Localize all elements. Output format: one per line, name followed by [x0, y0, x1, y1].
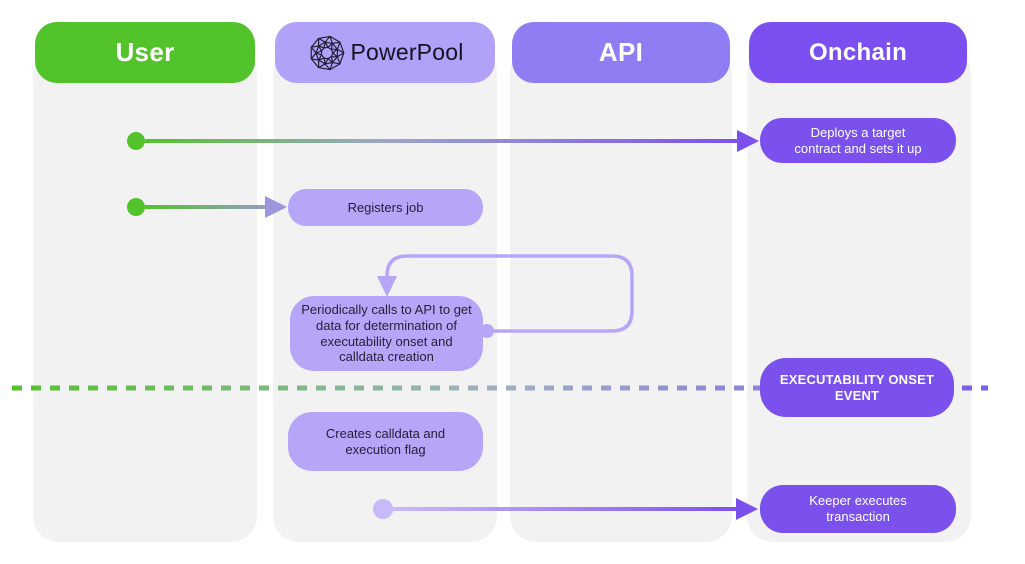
arrow-powerpool-to-onchain: [373, 498, 758, 520]
message-creates-calldata: Creates calldata and execution flag: [288, 412, 483, 471]
origin-dot-icon: [127, 198, 145, 216]
loop-powerpool-api: [377, 254, 634, 338]
arrow-user-to-onchain: [127, 130, 759, 152]
message-registers-job: Registers job: [288, 189, 483, 226]
arrowhead-icon: [736, 498, 758, 520]
origin-dot-icon: [480, 324, 494, 338]
arrowhead-icon: [377, 276, 397, 297]
lane-header-user: User: [35, 22, 255, 83]
powerpool-logo-icon: [311, 35, 345, 70]
lane-header-powerpool: PowerPool: [275, 22, 495, 83]
message-deploys-target-contract: Deploys a target contract and sets it up: [760, 118, 956, 163]
lane-header-api: API: [512, 22, 730, 83]
arrowhead-icon: [737, 130, 759, 152]
lane-header-label: User: [115, 37, 175, 67]
origin-dot-icon: [373, 499, 393, 519]
message-periodic-api-calls: Periodically calls to API to get data fo…: [290, 296, 483, 371]
origin-dot-icon: [127, 132, 145, 150]
message-executability-onset-event: EXECUTABILITY ONSET EVENT: [760, 358, 954, 417]
arrowhead-icon: [265, 196, 287, 218]
lane-header-onchain: Onchain: [749, 22, 967, 83]
lane-header-label: API: [598, 37, 644, 67]
lane-user: [33, 48, 257, 542]
message-keeper-executes: Keeper executes transaction: [760, 485, 956, 533]
arrow-user-to-powerpool: [127, 196, 287, 218]
lane-header-label: PowerPool: [350, 39, 464, 65]
lane-header-label: Onchain: [808, 38, 908, 66]
lane-api: [510, 48, 732, 542]
